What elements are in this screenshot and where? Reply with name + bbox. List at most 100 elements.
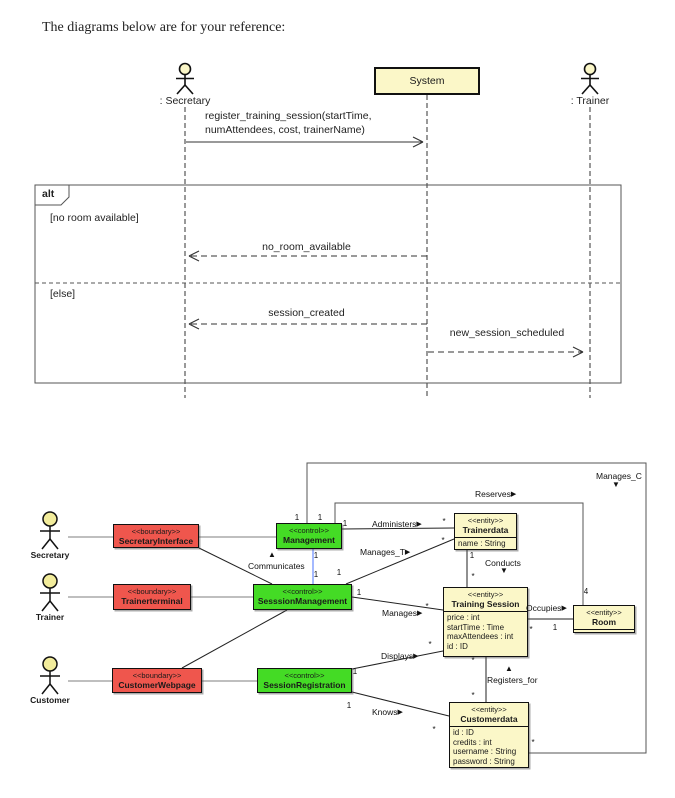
association-label-displays: Displays▶: [381, 651, 419, 661]
multiplicity: 1: [313, 570, 319, 579]
attribute: id : ID: [453, 728, 474, 737]
association-label-registers-for: Registers_for: [487, 675, 538, 685]
association-label-occupies: Occupies▶: [526, 603, 567, 613]
multiplicity: 1: [342, 519, 348, 528]
boundary-trainer-terminal: <<boundary>> Trainerterminal: [113, 584, 191, 610]
multiplicity: 1: [336, 568, 342, 577]
direction-arrow-icon: ▶: [404, 549, 411, 556]
lifeline-head-system: System: [374, 67, 480, 95]
control-session-registration: <<control>> SessionRegistration: [257, 668, 352, 693]
association-label-administers: Administers▶: [372, 519, 422, 529]
direction-arrow-icon: ▼: [500, 566, 508, 575]
gray-association-lines: [68, 536, 276, 682]
lifelines: [184, 95, 591, 398]
stereotype-label: <<boundary>>: [127, 587, 177, 596]
attribute: price : int: [447, 613, 480, 622]
multiplicity: *: [428, 640, 432, 649]
direction-arrow-icon: ▲: [505, 664, 513, 673]
lifeline-label-secretary: : Secretary: [159, 95, 211, 107]
multiplicity: *: [531, 738, 535, 747]
entity-trainerdata: <<entity>> Trainerdata name : String: [454, 513, 517, 550]
actor-label-customer: Customer: [30, 695, 70, 705]
class-name: CustomerWebpage: [118, 680, 196, 690]
intro-text: The diagrams below are for your referenc…: [42, 20, 286, 35]
secretary2-actor-icon: [40, 511, 60, 550]
actor-label-secretary: Secretary: [30, 550, 70, 560]
direction-arrow-icon: ▶: [413, 653, 419, 660]
direction-arrow-icon: ▶: [510, 491, 517, 498]
class-name: Customerdata: [460, 714, 518, 724]
message-label-register-line2: numAttendees, cost, trainerName): [205, 124, 365, 136]
direction-arrow-icon: ▲: [268, 550, 276, 559]
multiplicity: *: [425, 602, 429, 611]
class-name: Training Session: [451, 599, 520, 609]
fragment-operator-label: alt: [42, 188, 55, 200]
multiplicity: *: [471, 656, 475, 665]
control-sesssion-management: <<control>> SesssionManagement: [253, 584, 352, 610]
attribute: maxAttendees : int: [447, 632, 514, 642]
attribute: startTime : Time: [447, 622, 505, 632]
attribute: credits : int: [453, 737, 492, 747]
multiplicity: 4: [583, 587, 589, 596]
secretary-actor-icon: [176, 62, 194, 95]
customer-actor-icon: [40, 656, 60, 695]
guard-no-room: [no room available]: [50, 212, 139, 224]
boundary-customer-webpage: <<boundary>> CustomerWebpage: [112, 668, 202, 693]
alt-fragment-frame: [34, 184, 622, 384]
stereotype-label: <<entity>>: [467, 590, 504, 599]
reserves-path: [334, 502, 584, 605]
multiplicity: *: [441, 536, 445, 545]
association-label-knows: Knows▶: [372, 707, 403, 717]
class-name: SecretaryInterface: [118, 536, 194, 546]
guard-else: [else]: [50, 288, 76, 300]
actor-label-trainer: Trainer: [35, 612, 65, 622]
manages-c-path: [306, 462, 647, 754]
message-arrow-new-session: [428, 346, 584, 358]
stereotype-label: <<control>>: [288, 526, 330, 535]
multiplicity: 1: [469, 551, 475, 560]
multiplicity: *: [442, 517, 446, 526]
message-arrow-register: [186, 136, 424, 148]
entity-customerdata: <<entity>> Customerdata id : ID credits …: [449, 702, 529, 768]
multiplicity: 1: [317, 513, 323, 522]
message-label-no-room: no_room_available: [262, 241, 351, 253]
trainer-actor-icon: [581, 62, 599, 95]
stereotype-label: <<control>>: [282, 587, 323, 596]
attribute: password : String: [453, 756, 515, 766]
direction-arrow-icon: ▶: [561, 605, 567, 612]
attribute: name : String: [458, 539, 506, 548]
association-label-reserves: Reserves▶: [475, 489, 517, 499]
attribute: id : ID: [447, 641, 468, 651]
trainer2-actor-icon: [40, 573, 60, 612]
multiplicity: *: [471, 691, 475, 700]
stereotype-label: <<entity>>: [471, 705, 507, 714]
multiplicity: *: [432, 725, 436, 734]
association-label-conducts: Conducts: [485, 558, 521, 568]
direction-arrow-icon: ▶: [416, 521, 422, 528]
direction-arrow-icon: ▼: [612, 480, 620, 489]
message-label-register-line1: register_training_session(startTime,: [205, 110, 372, 122]
association-label-manages: Manages▶: [382, 608, 423, 618]
lifeline-label-trainer: : Trainer: [570, 95, 610, 107]
entity-training-session: <<entity>> Training Session price : int …: [443, 587, 528, 657]
class-name: SesssionManagement: [257, 596, 348, 606]
multiplicity: 1: [313, 551, 319, 560]
multiplicity: 1: [352, 667, 358, 676]
class-name: Room: [591, 617, 617, 627]
multiplicity: *: [471, 572, 475, 581]
class-name: Management: [283, 535, 335, 545]
association-lines: [181, 527, 573, 717]
association-label-manages-t: Manages_T▶: [360, 547, 411, 557]
boundary-secretary-interface: <<boundary>> SecretaryInterface: [113, 524, 199, 548]
class-name: Trainerdata: [462, 525, 509, 535]
direction-arrow-icon: ▶: [397, 709, 403, 716]
stereotype-label: <<control>>: [284, 671, 325, 680]
message-arrow-session-created: [188, 318, 427, 330]
class-name: SessionRegistration: [263, 680, 346, 690]
entity-room: <<entity>> Room: [573, 605, 635, 633]
class-name: Trainerterminal: [121, 596, 183, 606]
message-arrow-no-room: [188, 250, 427, 262]
multiplicity: 1: [356, 588, 362, 597]
